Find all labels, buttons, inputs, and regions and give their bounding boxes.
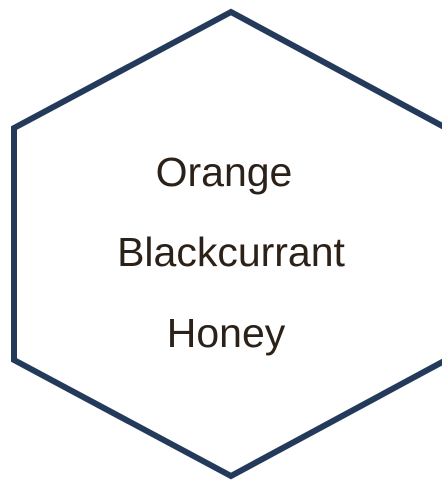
hexagon-shape bbox=[11, 8, 442, 480]
flavor-line-3: Honey bbox=[166, 310, 286, 356]
flavor-line-1: Orange bbox=[155, 149, 293, 195]
flavor-line-2: Blackcurrant bbox=[117, 229, 345, 275]
